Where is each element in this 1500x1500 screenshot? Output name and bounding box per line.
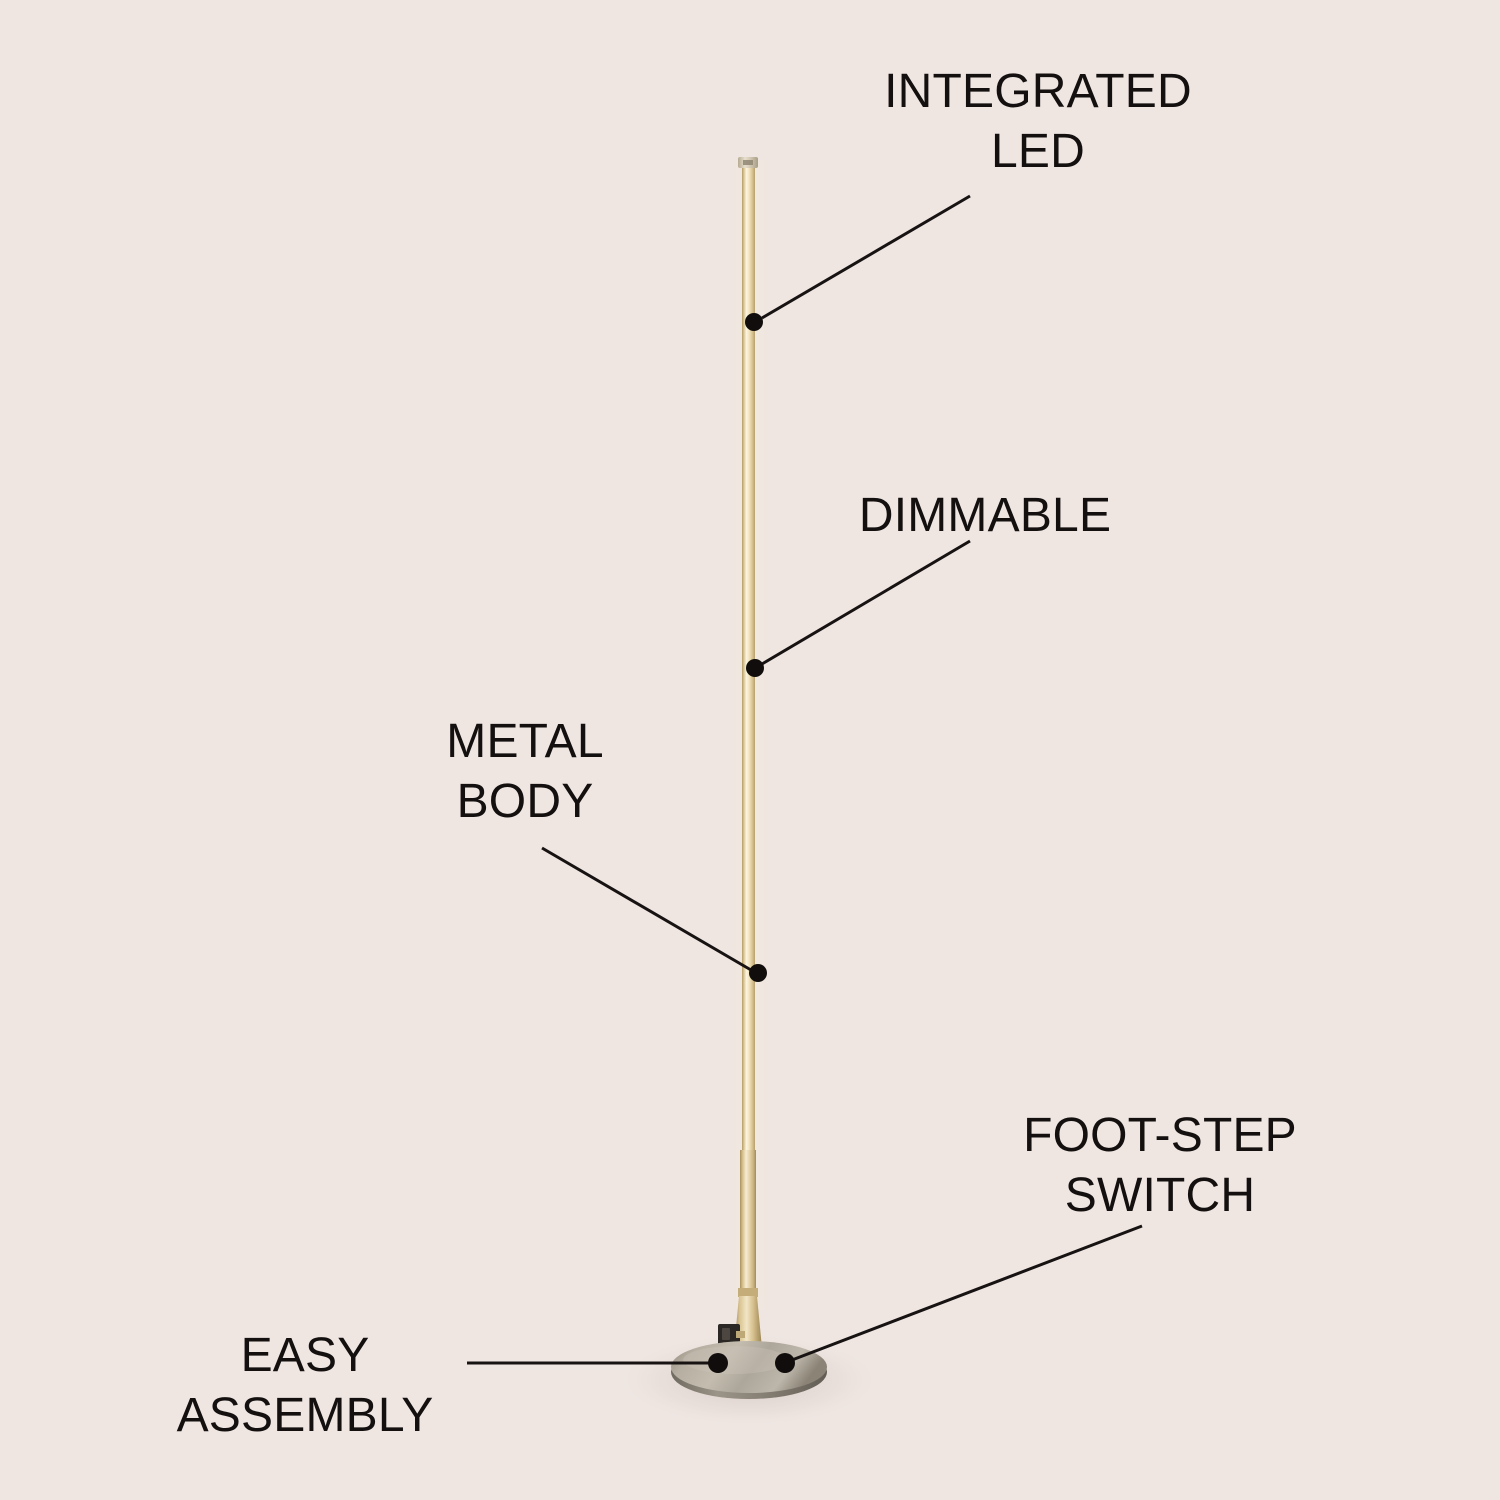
- callout-label-metal-body: METAL BODY: [446, 715, 604, 828]
- lamp-top-cap-slot: [743, 160, 753, 165]
- leader-line-metal-body: [541, 846, 767, 982]
- callout-label-integrated-led: INTEGRATED LED: [884, 65, 1192, 178]
- anchor-dot-easy-assembly: [708, 1353, 728, 1373]
- lamp-stem-flare: [734, 1296, 762, 1354]
- callout-label-dimmable: DIMMABLE: [858, 489, 1112, 542]
- lamp-pole-lower: [740, 1150, 756, 1310]
- anchor-dot-foot-step-switch: [775, 1353, 795, 1373]
- anchor-dot-dimmable: [746, 659, 764, 677]
- leader-line-dimmable: [746, 539, 971, 677]
- anchor-dot-metal-body: [749, 964, 767, 982]
- leader-line-foot-step-switch: [775, 1224, 1143, 1373]
- lamp-pole-collar: [738, 1288, 758, 1297]
- anchor-dot-integrated-led: [745, 313, 763, 331]
- foot-step-switch-arm: [736, 1331, 745, 1338]
- leader-line: [761, 539, 971, 666]
- leader-line: [791, 1224, 1143, 1362]
- leader-line: [541, 846, 752, 972]
- callout-label-foot-step-switch: FOOT-STEP SWITCH: [1023, 1109, 1297, 1222]
- lamp-pole-upper: [742, 166, 755, 1296]
- callout-label-easy-assembly: EASY ASSEMBLY: [176, 1329, 434, 1442]
- leader-line: [761, 194, 971, 320]
- leader-line-easy-assembly: [467, 1353, 728, 1373]
- leader-line-integrated-led: [745, 194, 971, 331]
- foot-step-switch-highlight: [722, 1328, 730, 1340]
